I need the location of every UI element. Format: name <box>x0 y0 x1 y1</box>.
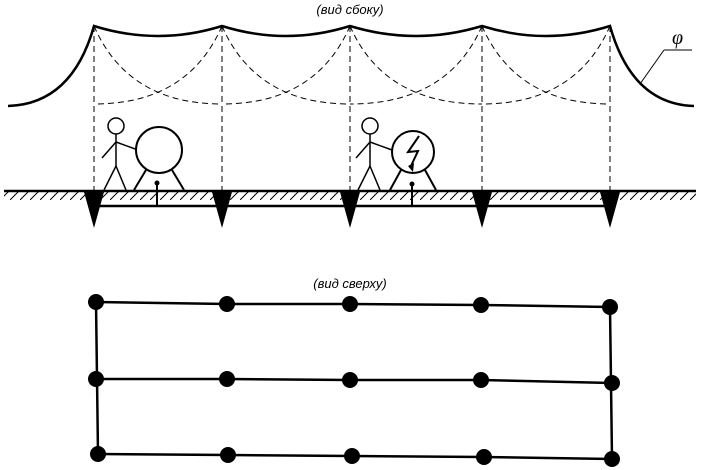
lightning-icon <box>405 135 420 169</box>
grid-node <box>604 451 620 467</box>
grid-node <box>473 297 489 313</box>
grid-node <box>220 447 236 463</box>
person-right <box>355 117 393 191</box>
electrode <box>84 192 104 228</box>
grid-node <box>344 448 360 464</box>
grid-nodes <box>88 294 620 467</box>
grid-node <box>476 449 492 465</box>
grid-node <box>602 299 618 315</box>
grid-node <box>342 372 358 388</box>
grid-node <box>88 294 104 310</box>
electrode <box>340 192 360 228</box>
grid-node <box>90 446 106 462</box>
equipment-right-fault <box>389 130 437 206</box>
electrode <box>472 192 492 228</box>
side-view-title: (вид сбоку) <box>316 2 383 17</box>
potential-label: φ <box>639 27 692 85</box>
grid-node <box>342 296 358 312</box>
phi-symbol: φ <box>672 27 683 49</box>
equipment-left <box>133 126 185 206</box>
top-view-title: (вид сверху) <box>313 276 387 291</box>
person-left <box>101 117 139 191</box>
grid-node <box>219 296 235 312</box>
electrode-potential-curves <box>93 25 611 105</box>
electrode <box>600 192 620 228</box>
grid-node <box>473 372 489 388</box>
projection-lines <box>93 26 611 190</box>
vertical-electrodes <box>84 192 620 228</box>
electrode <box>212 192 232 228</box>
grid-node <box>219 371 235 387</box>
grid-node <box>604 375 620 391</box>
grid-node <box>88 371 104 387</box>
potential-curve <box>7 24 695 108</box>
